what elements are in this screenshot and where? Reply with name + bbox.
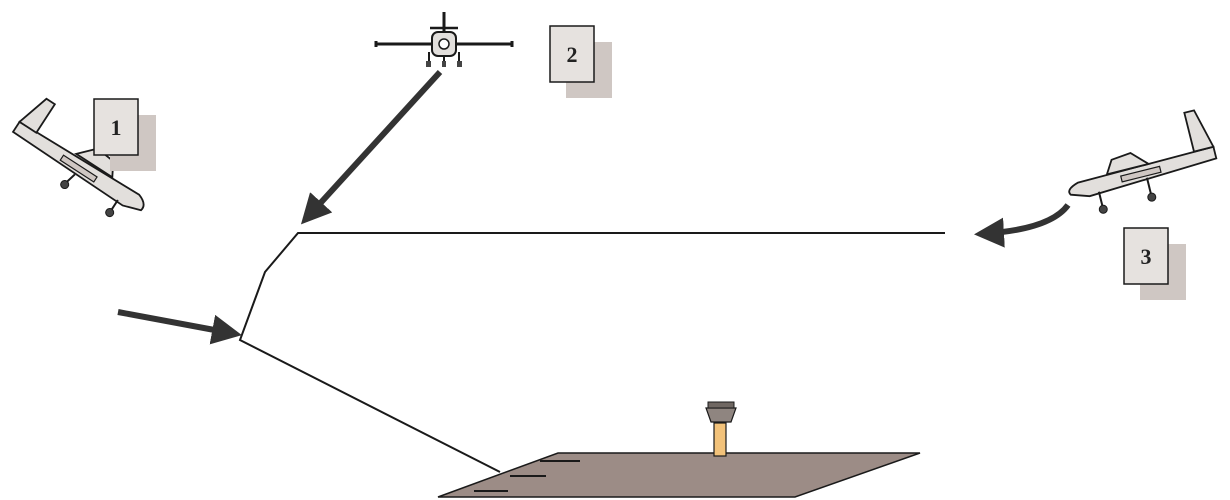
plane2-label: 2: [567, 42, 578, 67]
plane3-label: 3: [1141, 244, 1152, 269]
approach-path: [240, 233, 945, 472]
airplane-side-view-icon: [1057, 108, 1222, 220]
plane3-label-box: 3: [1124, 228, 1186, 300]
airplane-front-view-icon: [376, 12, 512, 67]
plane1-arrow: [118, 312, 236, 334]
plane2-label-box: 2: [550, 26, 612, 98]
plane2-arrow: [305, 72, 440, 220]
plane3-arrow: [980, 205, 1068, 234]
control-tower-icon: [706, 402, 736, 456]
runway: [438, 453, 920, 497]
plane1-label: 1: [111, 115, 122, 140]
